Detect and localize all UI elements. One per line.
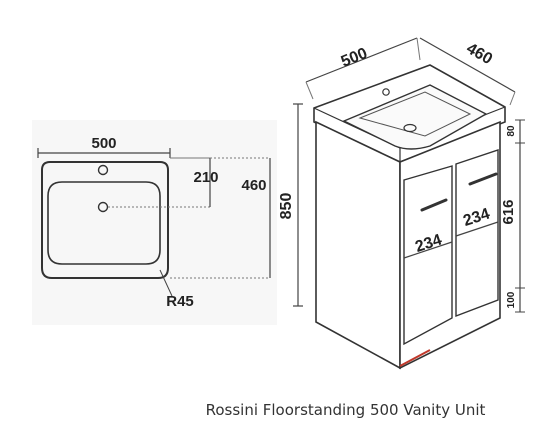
left-door <box>403 165 453 346</box>
plinth-accent <box>399 349 431 367</box>
iso-waste-icon <box>403 123 417 133</box>
iso-height-label: 850 <box>278 193 295 220</box>
corner-radius-label: R45 <box>166 293 194 310</box>
top-gap-label: 80 <box>506 125 517 137</box>
right-door <box>455 149 499 318</box>
iso-depth-dimension-line <box>419 37 516 93</box>
iso-width-label: 500 <box>339 45 370 71</box>
right-door-width-line <box>455 221 499 237</box>
iso-tap-hole-icon <box>382 88 390 96</box>
basin-bowl-outline <box>47 181 161 265</box>
plinth-height-label: 100 <box>506 291 517 308</box>
iso-view: 500 460 850 234 234 <box>278 37 525 370</box>
plan-panel-background <box>32 120 277 325</box>
tap-hole-icon <box>97 164 109 176</box>
plan-depth-label: 460 <box>241 177 266 194</box>
cabinet-side-panel <box>315 120 401 370</box>
left-door-width-line <box>403 241 453 259</box>
iso-depth-label: 460 <box>463 40 495 68</box>
right-door-handle-icon <box>468 172 498 186</box>
plan-view: 500 210 460 R45 <box>32 120 277 325</box>
waste-outlet-icon <box>97 201 109 213</box>
left-door-handle-icon <box>420 198 448 212</box>
basin-outer-outline <box>41 161 169 279</box>
iso-basin-bowl <box>342 84 488 150</box>
plan-width-label: 500 <box>91 135 116 152</box>
door-height-label: 616 <box>500 199 517 224</box>
diagram-caption: Rossini Floorstanding 500 Vanity Unit <box>205 401 486 419</box>
iso-width-dimension-line <box>305 37 418 83</box>
tap-offset-label: 210 <box>193 169 218 186</box>
